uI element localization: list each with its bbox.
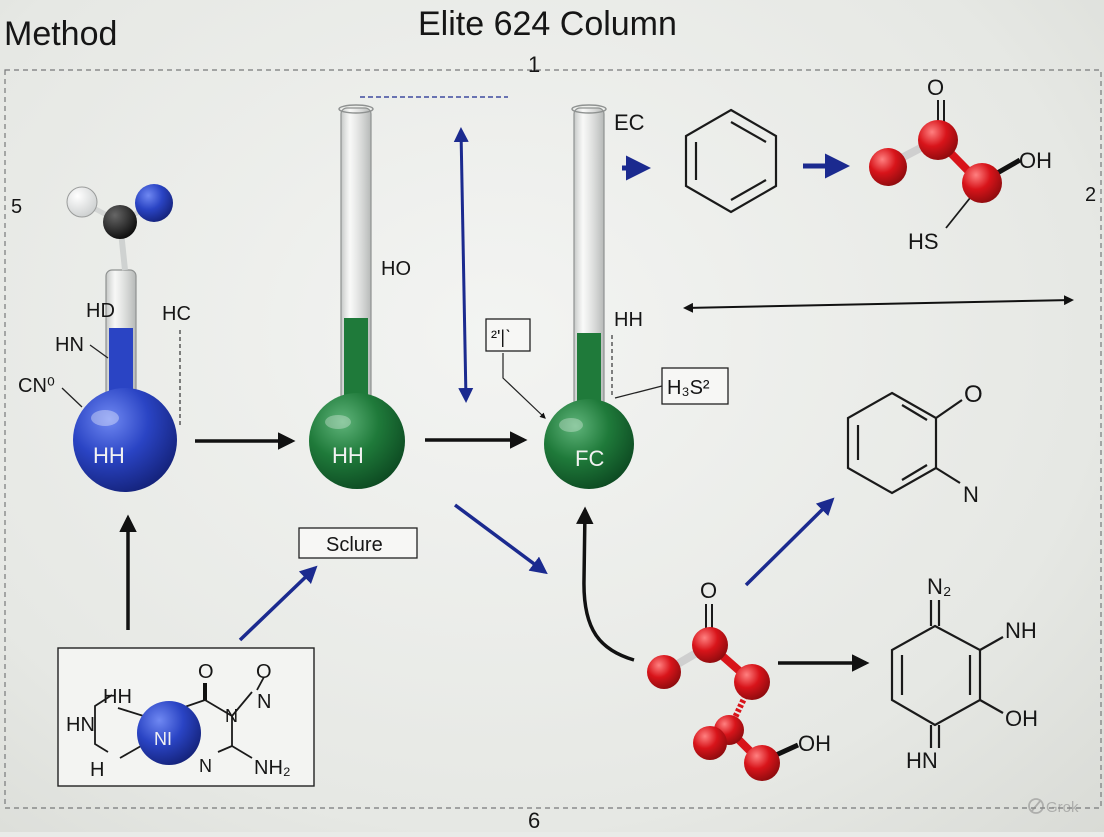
svg-text:NH₂: NH₂: [254, 757, 291, 779]
label-hn: HN: [55, 334, 84, 356]
label-hh-right: HH: [614, 309, 643, 331]
dashed-frame: [4, 69, 1102, 809]
marker-top: 1: [528, 52, 540, 77]
arrow-horizontal-double: [683, 295, 1074, 313]
arrow-to-aminophenol: [744, 497, 835, 587]
svg-text:OH: OH: [798, 731, 831, 756]
small-symbol-box: ²'|ˋ: [485, 318, 531, 352]
ball-stick-molecule-top: [66, 184, 173, 271]
marker-bottom: 6: [528, 808, 540, 832]
thioacid-molecule: O OH HS: [869, 75, 1052, 254]
benzene-ring: [684, 108, 778, 214]
svg-text:Sclure: Sclure: [326, 534, 383, 556]
marker-right: 2: [1085, 184, 1096, 206]
svg-text:O: O: [198, 661, 214, 683]
method-label: Method: [4, 15, 117, 53]
svg-text:H₃S²: H₃S²: [667, 377, 710, 399]
svg-text:HN: HN: [66, 714, 95, 736]
h3s2-box: H₃S²: [661, 367, 729, 405]
green-flask-right: FC: [544, 104, 634, 489]
svg-text:N: N: [225, 706, 238, 726]
red-chain-molecule: O OH: [647, 578, 831, 781]
aminophenol-molecule: O N: [846, 381, 983, 507]
label-cno: CN⁰: [18, 375, 55, 397]
svg-text:HS: HS: [908, 229, 939, 254]
blue-flask: HH: [73, 269, 177, 492]
page-title: Elite 624 Column: [418, 5, 677, 43]
svg-text:N: N: [199, 756, 212, 776]
green-flask-middle: HH: [309, 104, 405, 489]
svg-text:NI: NI: [154, 729, 172, 749]
svg-text:O: O: [700, 578, 717, 603]
label-hd: HD: [86, 300, 115, 322]
label-ho: HO: [381, 258, 411, 280]
arrow-to-source: [238, 565, 318, 642]
svg-text:O: O: [964, 381, 983, 408]
svg-text:Grok: Grok: [1046, 799, 1079, 816]
green-middle-bulb-label: HH: [332, 443, 364, 468]
blue-bulb-label: HH: [93, 443, 125, 468]
boxed-molecule: O O N N HH HN H N NH₂ NI: [57, 647, 315, 787]
svg-text:²'|ˋ: ²'|ˋ: [491, 327, 511, 347]
arrow-curve-up: [576, 506, 635, 662]
source-box: Sclure: [298, 527, 418, 559]
svg-text:OH: OH: [1019, 148, 1052, 173]
svg-text:OH: OH: [1005, 706, 1038, 731]
svg-text:HN: HN: [906, 748, 938, 773]
svg-text:N: N: [257, 691, 271, 713]
svg-text:O: O: [927, 75, 944, 100]
svg-text:N₂: N₂: [927, 574, 951, 599]
watermark: Grok: [1028, 798, 1079, 816]
svg-text:N: N: [963, 482, 979, 507]
svg-text:NH: NH: [1005, 618, 1037, 643]
quinone-molecule: N₂ NH OH HN: [890, 574, 1038, 773]
arrow-vertical-double: [453, 127, 474, 403]
svg-text:HH: HH: [103, 686, 132, 708]
arrow-down-right: [453, 503, 548, 575]
marker-left: 5: [11, 196, 22, 218]
label-hc: HC: [162, 303, 191, 325]
svg-text:O: O: [256, 661, 272, 683]
green-right-bulb-label: FC: [575, 446, 604, 471]
svg-text:H: H: [90, 759, 104, 781]
label-ec: EC: [614, 110, 645, 135]
